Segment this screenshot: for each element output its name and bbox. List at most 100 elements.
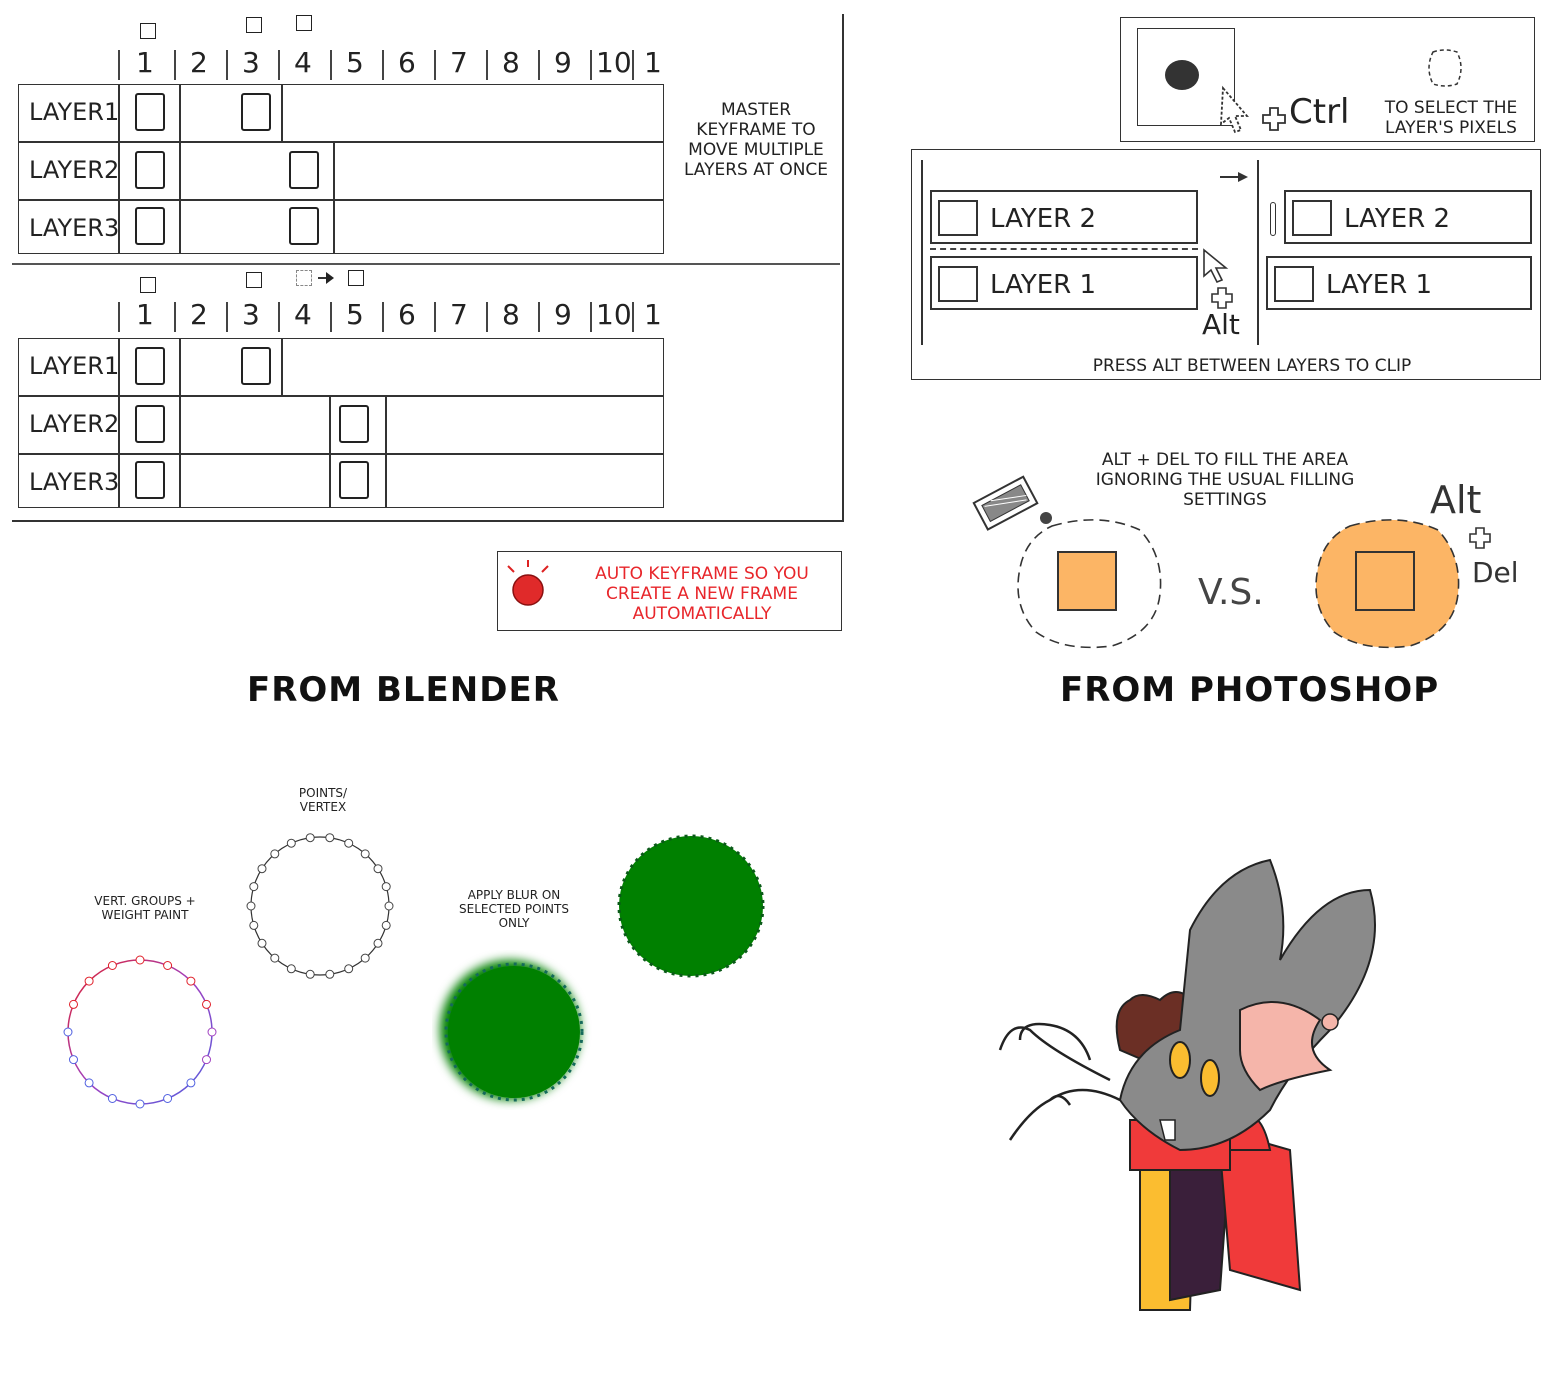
keyframe[interactable] xyxy=(289,207,319,245)
layer-label: LAYER3 xyxy=(29,468,120,496)
vertex-point[interactable] xyxy=(186,976,196,986)
frame-number: 2 xyxy=(190,298,208,331)
vertex-point[interactable] xyxy=(163,961,173,970)
layer-label: LAYER2 xyxy=(29,156,120,184)
after-layer-1[interactable]: LAYER 1 xyxy=(1266,256,1532,310)
alt-key-label-2: Alt xyxy=(1430,478,1482,522)
vertex-point[interactable] xyxy=(257,938,267,948)
layer-label: LAYER3 xyxy=(29,214,120,242)
vertex-point[interactable] xyxy=(63,1027,73,1037)
keyframe[interactable] xyxy=(339,405,369,443)
timeline-b-layer-3[interactable]: LAYER3 xyxy=(18,454,664,508)
after-layer-2-clipped[interactable]: LAYER 2 xyxy=(1284,190,1532,244)
vertex-point[interactable] xyxy=(373,938,383,948)
master-keyframe-marker-top-5[interactable] xyxy=(348,270,364,286)
keyframe-marker-top-3[interactable] xyxy=(246,17,262,33)
vertex-point[interactable] xyxy=(163,1094,173,1103)
plus-icon xyxy=(1469,527,1491,549)
vertex-point[interactable] xyxy=(286,964,296,974)
timeline-b-layer-1[interactable]: LAYER1 xyxy=(18,338,664,396)
keyframe[interactable] xyxy=(135,461,165,499)
vertex-point[interactable] xyxy=(107,1094,117,1103)
vertex-point[interactable] xyxy=(344,964,354,974)
keyframe-marker-top-1[interactable] xyxy=(140,23,156,39)
master-keyframe-marker-top-4[interactable] xyxy=(296,15,312,31)
layer-name: LAYER 2 xyxy=(990,204,1097,234)
vertex-point[interactable] xyxy=(202,1055,211,1065)
vertex-point[interactable] xyxy=(202,999,211,1009)
ctrl-key-label: Ctrl xyxy=(1289,92,1350,132)
select-pixels-note: TO SELECT THE LAYER'S PIXELS xyxy=(1384,98,1518,138)
alt-key-label: Alt xyxy=(1202,308,1240,341)
selection-marquee-icon xyxy=(1428,49,1462,87)
keyframe-marker-top-1[interactable] xyxy=(140,277,156,293)
vertex-point[interactable] xyxy=(325,969,335,979)
photoshop-section-title: FROM PHOTOSHOP xyxy=(1060,670,1440,710)
vertex-point[interactable] xyxy=(344,838,354,848)
keyframe-marker-top-3[interactable] xyxy=(246,272,262,288)
vertex-point[interactable] xyxy=(325,833,335,843)
vertex-point[interactable] xyxy=(381,920,391,930)
frame-number: 10 xyxy=(596,298,632,331)
keyframe[interactable] xyxy=(135,151,165,189)
arrow-right-icon xyxy=(1220,172,1248,182)
vertex-point[interactable] xyxy=(286,838,296,848)
vertex-point[interactable] xyxy=(84,976,94,986)
keyframe[interactable] xyxy=(135,93,165,131)
vertex-point[interactable] xyxy=(69,999,78,1009)
move-arrow-icon xyxy=(318,272,334,284)
alt-clip-panel: LAYER 2 LAYER 1 Alt LAYER 2 LAYER 1 PRES… xyxy=(911,149,1541,380)
frame-number: 4 xyxy=(294,298,312,331)
timeline-a-layer-2[interactable]: LAYER2 xyxy=(18,142,664,200)
record-button-icon[interactable] xyxy=(504,558,554,608)
frame-number: 1 xyxy=(644,46,662,79)
frame-number: 5 xyxy=(346,298,364,331)
vertex-point[interactable] xyxy=(84,1078,94,1088)
keyframe[interactable] xyxy=(339,461,369,499)
clip-boundary-dashes xyxy=(930,248,1198,250)
timeline-a-layer-1[interactable]: LAYER1 xyxy=(18,84,664,142)
vertex-point[interactable] xyxy=(373,864,383,874)
normal-fill-example xyxy=(1017,519,1162,649)
weight-paint-circle xyxy=(63,955,217,1109)
keyframe[interactable] xyxy=(135,207,165,245)
blender-divider xyxy=(12,263,840,265)
vertex-point[interactable] xyxy=(381,882,391,892)
vertex-point[interactable] xyxy=(360,849,370,859)
vertex-point[interactable] xyxy=(384,901,394,911)
vertex-point[interactable] xyxy=(135,955,145,965)
green-blob xyxy=(617,834,765,978)
vertex-point[interactable] xyxy=(207,1027,217,1037)
vertex-point[interactable] xyxy=(360,953,370,963)
frame-number: 6 xyxy=(398,298,416,331)
layer-name: LAYER 2 xyxy=(1344,204,1451,234)
vertex-point[interactable] xyxy=(135,1099,145,1109)
vertex-point[interactable] xyxy=(305,969,315,979)
vertex-point[interactable] xyxy=(257,864,267,874)
keyframe[interactable] xyxy=(241,93,271,131)
layer-thumbnail xyxy=(1137,28,1235,126)
vertex-point[interactable] xyxy=(305,833,315,843)
before-layer-1[interactable]: LAYER 1 xyxy=(930,256,1198,310)
vertex-point[interactable] xyxy=(249,920,259,930)
frame-number: 1 xyxy=(644,298,662,331)
vertex-point[interactable] xyxy=(249,882,259,892)
master-keyframe-note: MASTER KEYFRAME TO MOVE MULTIPLE LAYERS … xyxy=(683,100,829,180)
timeline-a-layer-3[interactable]: LAYER3 xyxy=(18,200,664,254)
points-note: POINTS/ VERTEX xyxy=(298,786,348,814)
vertex-point[interactable] xyxy=(246,901,256,911)
vertex-point[interactable] xyxy=(270,953,280,963)
clip-note: PRESS ALT BETWEEN LAYERS TO CLIP xyxy=(1092,356,1412,376)
vertex-point[interactable] xyxy=(107,961,117,970)
frame-number: 1 xyxy=(136,298,154,331)
keyframe[interactable] xyxy=(135,405,165,443)
keyframe[interactable] xyxy=(135,347,165,385)
vertex-point[interactable] xyxy=(186,1078,196,1088)
vertex-point[interactable] xyxy=(270,849,280,859)
frame-number: 4 xyxy=(294,46,312,79)
timeline-b-layer-2[interactable]: LAYER2 xyxy=(18,396,664,454)
before-layer-2[interactable]: LAYER 2 xyxy=(930,190,1198,244)
vertex-point[interactable] xyxy=(69,1055,78,1065)
keyframe[interactable] xyxy=(289,151,319,189)
keyframe[interactable] xyxy=(241,347,271,385)
